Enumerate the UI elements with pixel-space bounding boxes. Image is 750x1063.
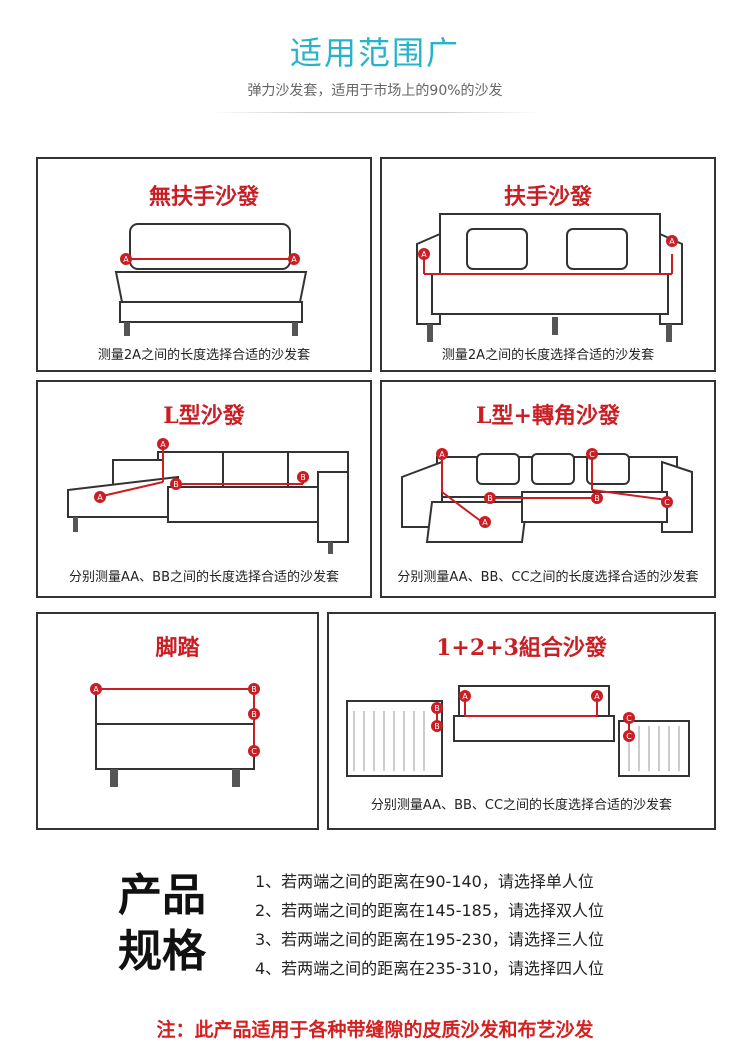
panel-combo-sofa: 1+2+3組合沙發 A A B B C C 分别测量AA、BB、CC之间的长度选… (327, 612, 716, 830)
marker-label: B (173, 480, 179, 489)
panel-caption: 测量2A之间的长度选择合适的沙发套 (441, 348, 655, 363)
marker-label: C (626, 732, 632, 741)
marker-label: B (594, 494, 600, 503)
panel-armed-sofa: 扶手沙發 A A 测量2A之间的长度选择合适的沙发套 (380, 157, 716, 372)
marker-label: A (482, 518, 488, 527)
specs-label-line1: 产品 (118, 870, 206, 921)
combo-sofa-illustration: A A B B C C (346, 685, 690, 777)
marker-label: A (123, 255, 129, 264)
page-subtitle: 弹力沙发套，适用于市场上的90%的沙发 (247, 83, 503, 99)
marker-label: B (434, 722, 440, 731)
panel-caption: 测量2A之间的长度选择合适的沙发套 (97, 348, 311, 363)
panel-title: 扶手沙發 (503, 184, 592, 210)
marker-label: B (251, 710, 257, 719)
specs-label-line2: 规格 (118, 926, 206, 977)
spec-line: 3、若两端之间的距离在195-230，请选择三人位 (255, 930, 605, 949)
spec-line: 1、若两端之间的距离在90-140，请选择单人位 (255, 872, 594, 891)
l-corner-sofa-illustration: A A B B C C (401, 448, 693, 543)
marker-label: A (462, 692, 468, 701)
marker-label: A (421, 250, 427, 259)
panel-title: 無扶手沙發 (148, 184, 259, 210)
marker-label: A (594, 692, 600, 701)
marker-label: C (664, 498, 670, 507)
panel-l-sofa: L型沙發 A A B B 分别测量AA、BB之间的长度选择合适的沙发套 (36, 380, 372, 598)
marker-label: A (160, 440, 166, 449)
panel-title: 脚踏 (155, 635, 200, 661)
marker-label: B (300, 473, 306, 482)
spec-line: 2、若两端之间的距离在145-185，请选择双人位 (255, 901, 605, 920)
marker-label: C (251, 747, 257, 756)
note: 注：此产品适用于各种带缝隙的皮质沙发和布艺沙发 (156, 1019, 594, 1041)
marker-label: A (291, 255, 297, 264)
panel-caption: 分别测量AA、BB之间的长度选择合适的沙发套 (69, 570, 339, 585)
armless-sofa-illustration: A A (114, 223, 308, 336)
marker-label: A (669, 237, 675, 246)
marker-label: A (439, 450, 445, 459)
panel-title: 1+2+3組合沙發 (436, 635, 607, 661)
panel-footstool: 脚踏 A B B C (36, 612, 319, 830)
marker-label: B (434, 704, 440, 713)
armed-sofa-illustration: A A (416, 213, 683, 342)
marker-label: B (251, 685, 257, 694)
divider (210, 112, 540, 113)
marker-label: B (487, 494, 493, 503)
spec-line: 4、若两端之间的距离在235-310，请选择四人位 (255, 959, 605, 978)
marker-label: C (626, 714, 632, 723)
specs-label: 产品 规格 (118, 868, 206, 980)
panel-caption: 分别测量AA、BB、CC之间的长度选择合适的沙发套 (397, 570, 699, 585)
footstool-illustration: A B B C (90, 683, 260, 787)
panel-title: L型沙發 (163, 403, 245, 429)
marker-label: A (97, 493, 103, 502)
marker-label: A (93, 685, 99, 694)
l-sofa-illustration: A A B B (67, 438, 349, 554)
marker-label: C (589, 450, 595, 459)
page-title: 适用范围广 (289, 34, 460, 72)
panel-l-corner-sofa: L型+轉角沙發 A A B B C C 分别测量AA、BB、CC之间的长度选择合… (380, 380, 716, 598)
panel-caption: 分别测量AA、BB、CC之间的长度选择合适的沙发套 (370, 798, 673, 813)
panel-title: L型+轉角沙發 (476, 403, 620, 429)
panel-armless-sofa: 無扶手沙發 A A 测量2A之间的长度选择合适的沙发套 (36, 157, 372, 372)
